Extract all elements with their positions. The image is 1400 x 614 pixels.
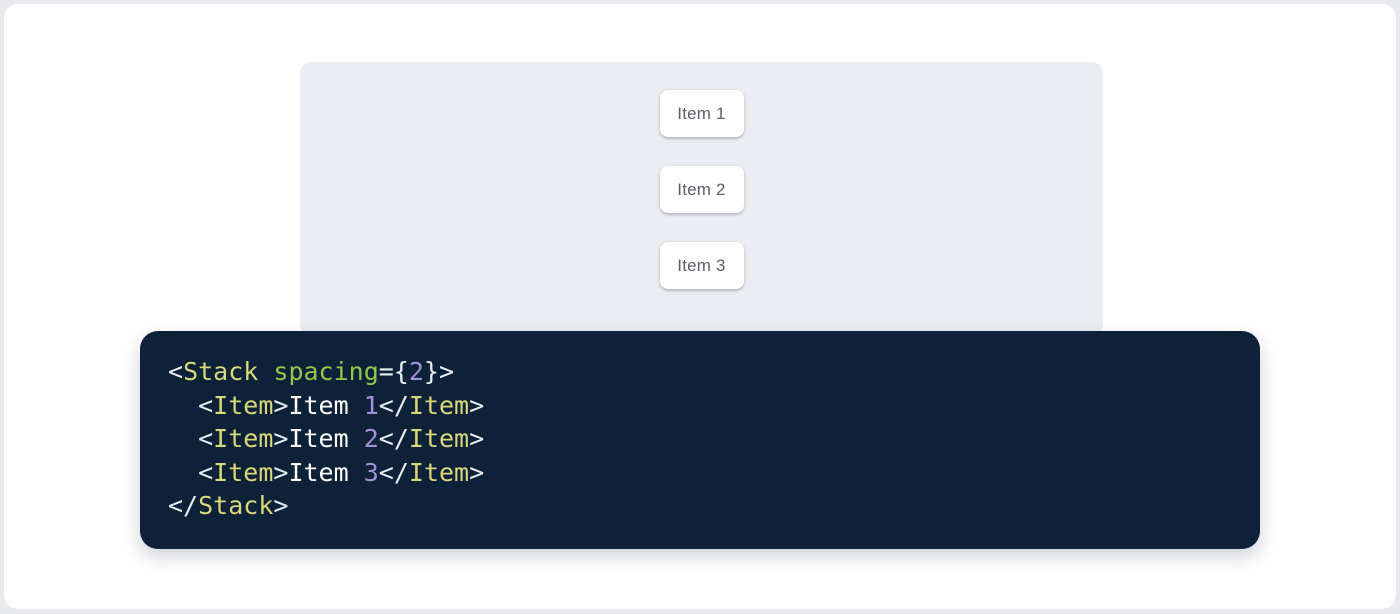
- code-token-tag: Stack: [198, 491, 274, 521]
- stack-item: Item 1: [659, 90, 744, 137]
- code-block: <Stack spacing={2}> <Item>Item 1</Item> …: [140, 331, 1260, 549]
- stack-item-label: Item 3: [677, 255, 726, 275]
- code-token-punct: >: [273, 491, 289, 521]
- code-line: <Stack spacing={2}>: [168, 355, 1230, 389]
- code-token-tag: Stack: [183, 357, 259, 386]
- code-line: <Item>Item 1</Item>: [168, 389, 1230, 423]
- code-line: <Item>Item 2</Item>: [168, 422, 1230, 456]
- code-token-text: [168, 458, 198, 487]
- code-token-num: 3: [363, 457, 379, 487]
- stack-item: Item 3: [659, 242, 744, 289]
- code-token-punct: >: [469, 390, 485, 420]
- code-token-tag: Item: [408, 457, 470, 487]
- code-token-attr: spacing: [273, 357, 379, 386]
- stack-item: Item 2: [659, 166, 744, 213]
- code-token-tag: Item: [213, 424, 274, 454]
- code-token-punct: >: [273, 390, 289, 420]
- code-token-punct: </: [378, 424, 409, 454]
- code-token-num: 2: [408, 357, 424, 386]
- code-token-punct: </: [378, 457, 409, 487]
- code-token-punct: >: [469, 457, 485, 487]
- stack-item-label: Item 2: [677, 179, 726, 199]
- code-token-tag: Item: [213, 390, 274, 420]
- code-token-punct: <: [168, 357, 184, 386]
- code-line: <Item>Item 3</Item>: [168, 456, 1230, 490]
- code-token-punct: <: [198, 424, 214, 454]
- code-token-text: [258, 357, 273, 386]
- code-token-punct: <: [198, 390, 214, 420]
- code-token-text: [168, 391, 198, 420]
- code-token-text: Item: [288, 457, 364, 487]
- code-token-tag: Item: [213, 457, 274, 487]
- code-line: </Stack>: [168, 489, 1230, 523]
- stack-item-label: Item 1: [677, 103, 726, 123]
- code-token-punct: }>: [423, 357, 455, 386]
- code-token-punct: >: [273, 424, 289, 454]
- code-token-tag: Item: [408, 424, 470, 454]
- code-token-punct: </: [168, 491, 199, 521]
- code-token-text: Item: [288, 424, 364, 454]
- code-token-text: Item: [288, 390, 364, 420]
- stack-demo-panel: Item 1 Item 2 Item 3: [300, 62, 1103, 336]
- code-token-num: 1: [363, 390, 379, 420]
- code-token-punct: ={: [378, 357, 409, 386]
- code-token-punct: </: [378, 390, 409, 420]
- code-token-tag: Item: [408, 390, 470, 420]
- code-token-punct: <: [198, 457, 214, 487]
- code-token-punct: >: [273, 457, 289, 487]
- code-token-punct: >: [469, 424, 485, 454]
- code-token-text: [168, 424, 198, 453]
- code-token-num: 2: [363, 424, 379, 454]
